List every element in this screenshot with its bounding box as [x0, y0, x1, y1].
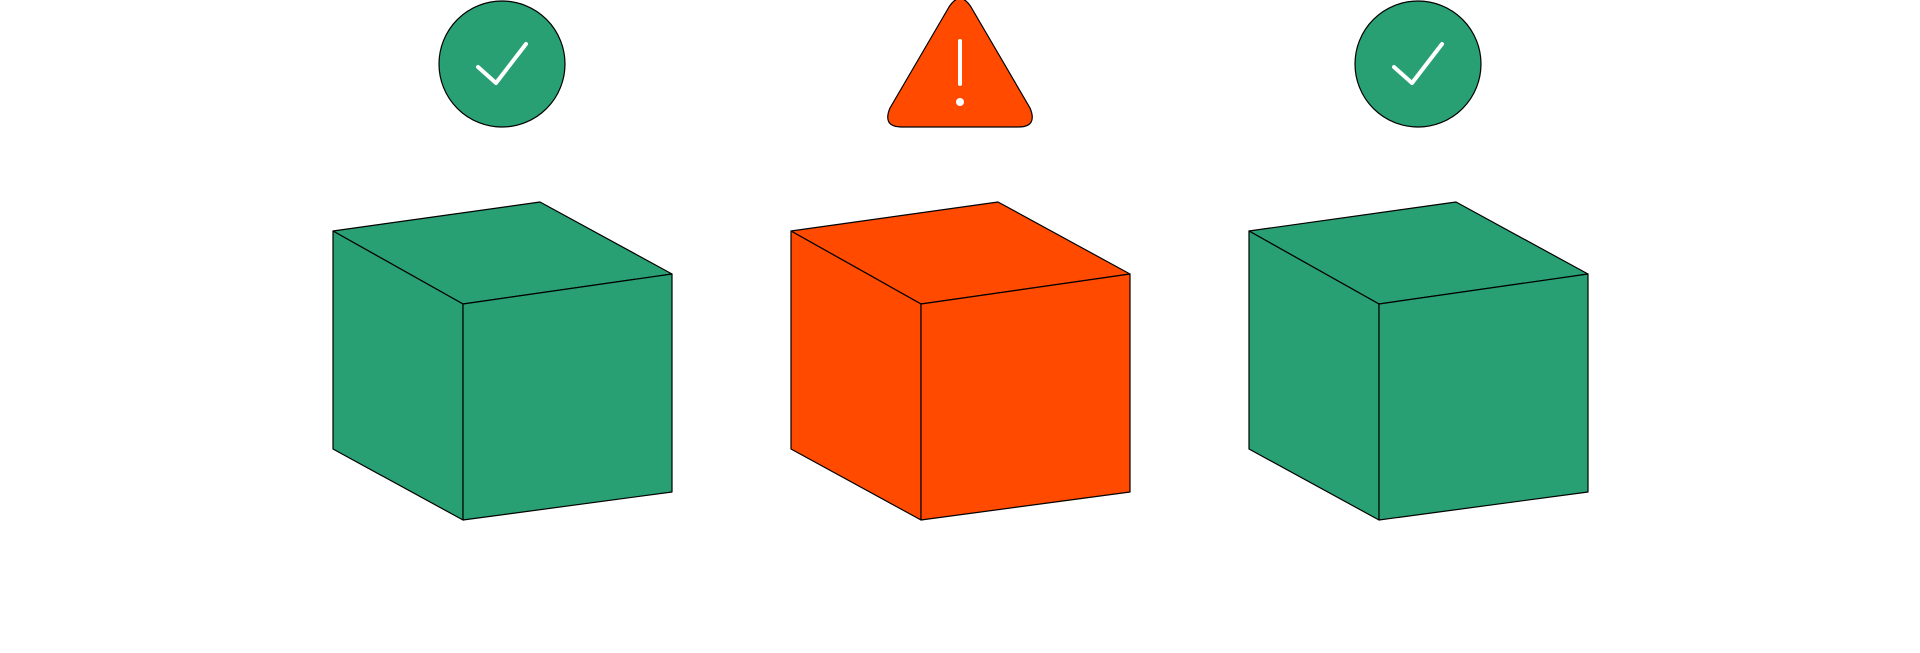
- check-circle-icon: [438, 0, 566, 128]
- check-circle-icon: [1354, 0, 1482, 128]
- cube-face-right: [920, 273, 1131, 521]
- cube-face-right: [462, 273, 673, 521]
- status-item-1: [332, 0, 673, 521]
- status-item-3: [1248, 0, 1589, 521]
- cube-icon: [1248, 201, 1589, 521]
- warning-triangle-icon: [887, 0, 1033, 128]
- status-item-2: [790, 0, 1131, 521]
- cube-icon: [332, 201, 673, 521]
- cube-icon: [790, 201, 1131, 521]
- cube-face-right: [1378, 273, 1589, 521]
